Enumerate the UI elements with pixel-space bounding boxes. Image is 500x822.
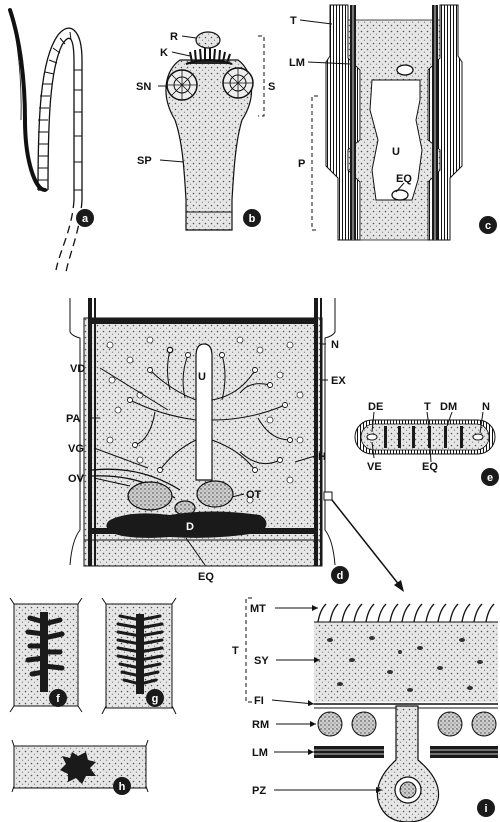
panel-e-badge-label: e xyxy=(487,472,493,484)
panel-c-proglottid-section: T LM P U EQ c xyxy=(289,4,497,241)
panel-b-badge xyxy=(243,209,261,227)
panel-g-gravid-proglottid: g xyxy=(101,597,177,715)
label-b-R: R xyxy=(170,31,178,43)
panel-g-badge xyxy=(146,689,164,707)
panel-h-proglottid: h xyxy=(11,739,149,795)
label-d-H: H xyxy=(318,451,326,463)
panel-e-badge xyxy=(481,468,499,486)
label-e-DM: DM xyxy=(440,401,457,413)
panel-b-badge-label: b xyxy=(249,213,256,225)
panel-i-badge-label: i xyxy=(484,803,487,815)
label-b-SP: SP xyxy=(137,155,152,167)
label-d-VG: VG xyxy=(68,443,84,455)
panel-a-badge xyxy=(76,209,94,227)
label-c-P: P xyxy=(298,158,305,170)
label-e-EQ: EQ xyxy=(422,461,438,473)
panel-i-tegument-detail: MT T SY FI RM LM PZ i xyxy=(232,597,498,822)
panel-d-badge xyxy=(331,566,349,584)
label-d-VD: VD xyxy=(70,363,85,375)
panel-i-badge xyxy=(477,799,495,817)
panel-f-badge xyxy=(49,689,67,707)
panel-h-badge-label: h xyxy=(119,781,126,793)
label-d-EQ: EQ xyxy=(198,571,214,583)
label-c-U: U xyxy=(392,146,400,158)
sucker-left xyxy=(166,69,198,101)
label-i-PZ: PZ xyxy=(252,785,266,797)
label-c-LM: LM xyxy=(289,57,305,69)
label-d-OV: OV xyxy=(68,473,85,485)
panel-f-badge-label: f xyxy=(56,693,60,705)
panel-a-badge-label: a xyxy=(82,213,89,225)
panel-e-cross-section: DE T DM N VE EQ e xyxy=(354,401,499,486)
label-i-SY: SY xyxy=(254,655,269,667)
label-i-LM: LM xyxy=(252,747,268,759)
panel-h-badge xyxy=(113,777,131,795)
panel-b-scolex: R K SN S SP b xyxy=(136,31,275,231)
panel-g-badge-label: g xyxy=(152,693,159,705)
label-i-T: T xyxy=(232,645,239,657)
panel-a-whole-worm: a xyxy=(8,8,94,273)
label-e-N: N xyxy=(482,401,490,413)
rostellum xyxy=(195,31,221,49)
label-e-T: T xyxy=(424,401,431,413)
label-i-RM: RM xyxy=(252,719,269,731)
label-d-N: N xyxy=(331,339,339,351)
panel-d-badge-label: d xyxy=(337,570,344,582)
label-d-PA: PA xyxy=(66,413,81,425)
label-b-SN: SN xyxy=(136,81,151,93)
label-b-S: S xyxy=(268,81,275,93)
label-c-T: T xyxy=(290,15,297,27)
label-i-FI: FI xyxy=(254,695,264,707)
label-i-MT: MT xyxy=(250,603,266,615)
label-d-D: D xyxy=(186,521,194,533)
panel-c-badge-label: c xyxy=(485,220,491,232)
label-d-OT: OT xyxy=(246,489,262,501)
label-d-EX: EX xyxy=(331,375,346,387)
label-d-U: U xyxy=(198,371,206,383)
panel-d-mature-proglottid: VD PA VG OV U OT D N EX H EQ d xyxy=(66,298,404,592)
sucker-right xyxy=(222,67,254,99)
panel-c-badge xyxy=(479,216,497,234)
label-e-DE: DE xyxy=(368,401,383,413)
label-e-VE: VE xyxy=(367,461,382,473)
panel-f-gravid-proglottid: f xyxy=(9,597,83,713)
label-c-EQ: EQ xyxy=(396,173,412,185)
label-b-K: K xyxy=(160,47,168,59)
